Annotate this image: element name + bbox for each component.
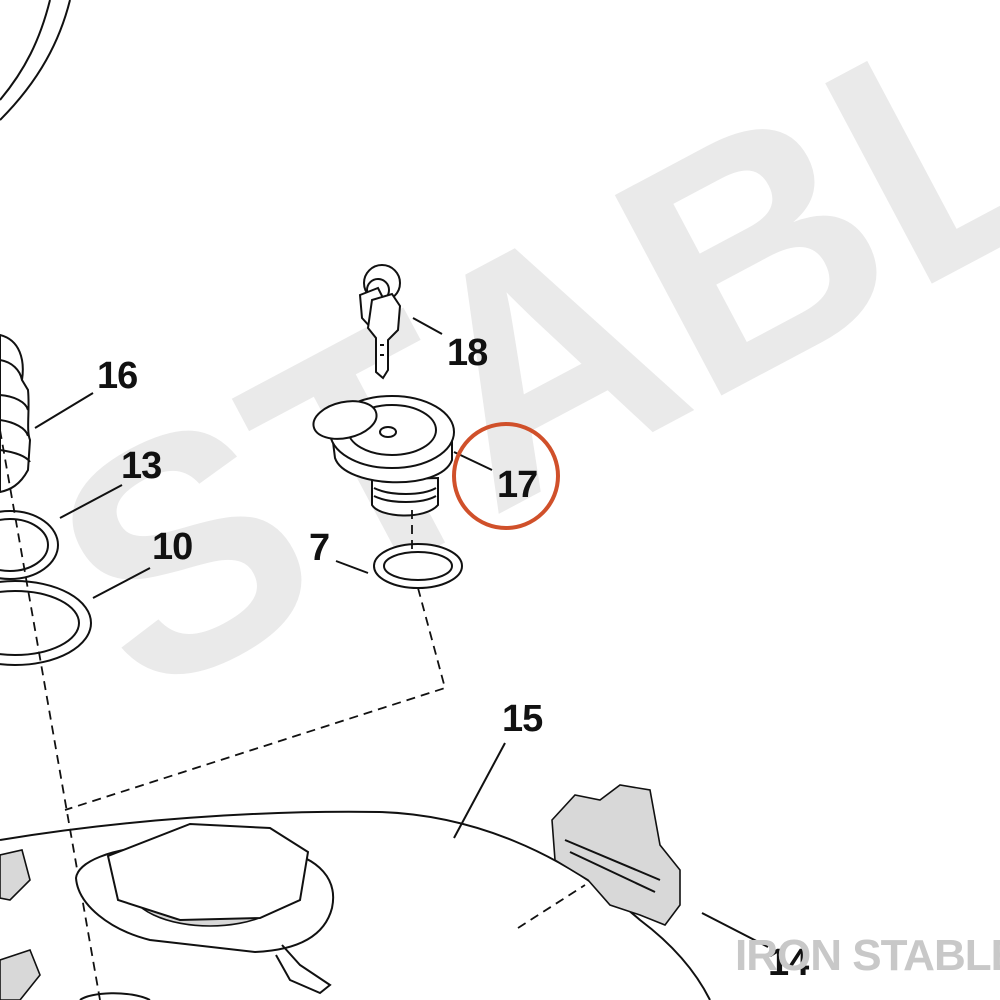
emblem-part [551, 784, 681, 926]
tank-top-part [0, 810, 711, 1000]
gasket-part [0, 510, 59, 580]
assembly-lines [0, 429, 586, 1000]
tank-outline [0, 0, 71, 121]
callout-15: 15 [502, 698, 543, 740]
tank-side-fragment [0, 849, 151, 1000]
watermark-corner-text: IRON STABLE [735, 931, 1000, 980]
callout-13: 13 [121, 445, 161, 487]
fuel-cap-part [312, 395, 455, 517]
highlight-circle [452, 422, 560, 530]
callout-7: 7 [309, 527, 329, 569]
callout-labels: 18 16 13 17 10 7 15 14 [97, 332, 810, 984]
callout-16: 16 [97, 355, 137, 397]
ring-part [0, 580, 92, 666]
watermark-text: STABLE [0, 0, 1000, 766]
key-part [358, 264, 402, 380]
watermark: STABLE [0, 0, 1000, 766]
callout-10: 10 [152, 526, 192, 568]
o-ring-part [373, 543, 463, 589]
callout-14: 14 [768, 942, 809, 984]
callout-18: 18 [447, 332, 487, 374]
leader-lines [34, 317, 769, 948]
callout-17: 17 [497, 464, 537, 506]
filler-neck-part [0, 333, 32, 494]
